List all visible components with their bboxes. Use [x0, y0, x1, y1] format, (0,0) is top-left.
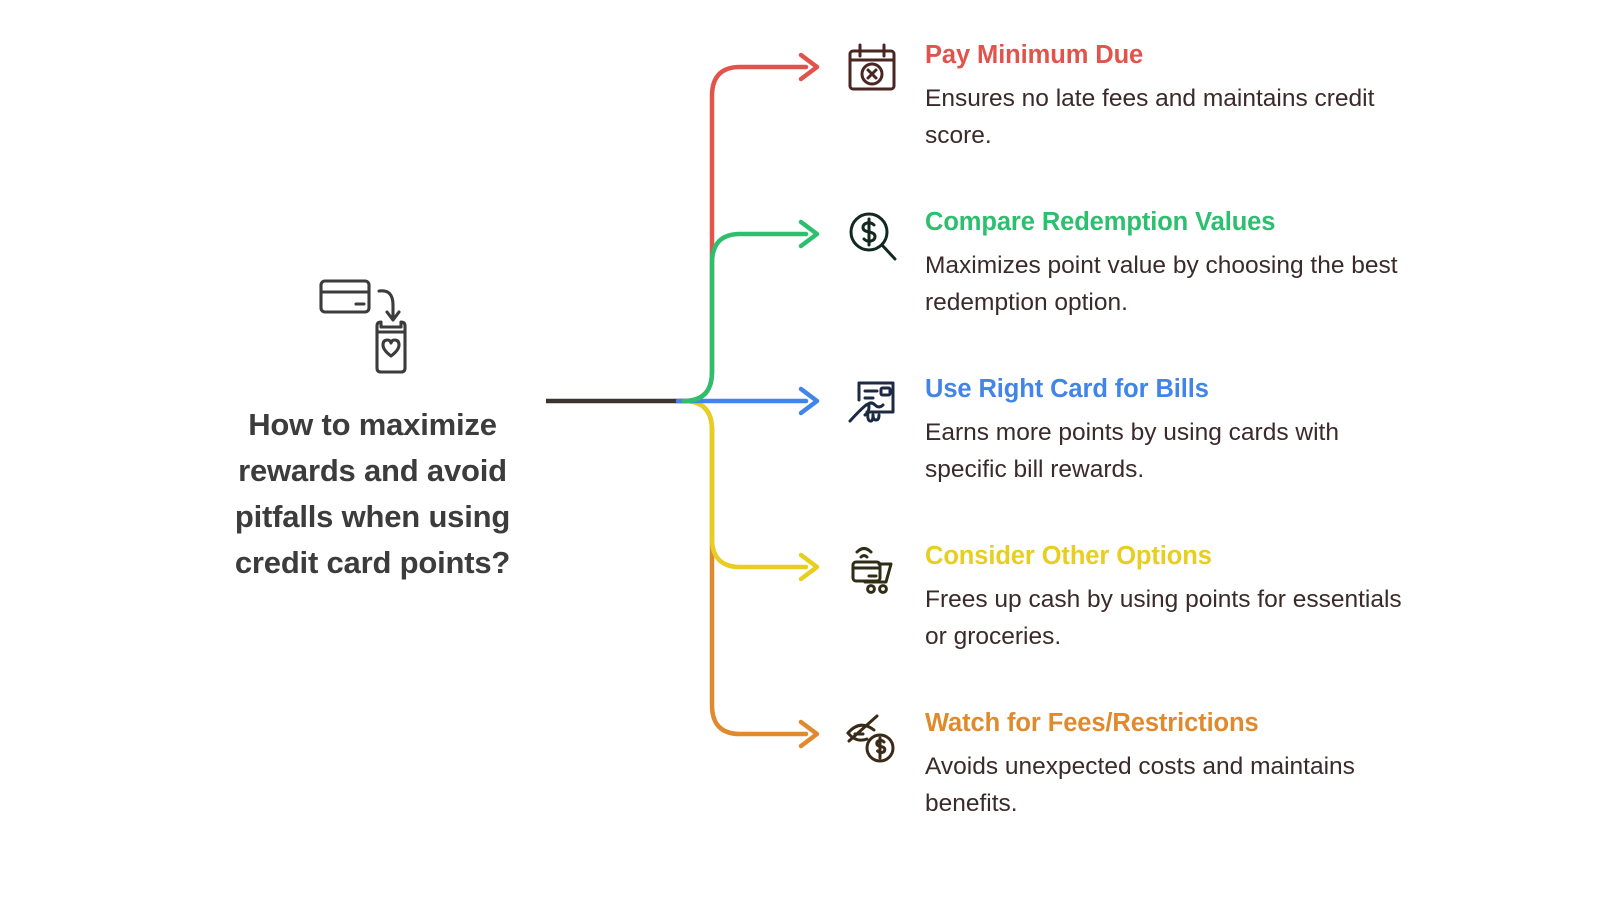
branch-body: Consider Other Options Frees up cash by … — [925, 541, 1425, 655]
hidden-fee-eye-dollar-icon — [846, 714, 895, 763]
magnifier-dollar-icon — [849, 212, 897, 261]
cheque-signing-icon — [848, 381, 895, 423]
connector-arrow-2 — [798, 386, 820, 416]
connector-line-3 — [681, 398, 809, 570]
branch-title: Watch for Fees/Restrictions — [925, 709, 1259, 737]
connector-line-1 — [681, 231, 809, 404]
connector-line-4 — [681, 398, 809, 737]
branch-body: Pay Minimum Due Ensures no late fees and… — [925, 40, 1395, 154]
connector-arrow-0 — [798, 52, 820, 82]
credit-card-to-rewards-tag-icon — [318, 279, 407, 374]
branch-title: Consider Other Options — [925, 542, 1212, 570]
branch-body: Watch for Fees/Restrictions Avoids unexp… — [925, 708, 1405, 822]
branch-title: Compare Redemption Values — [925, 208, 1276, 236]
connector-arrow-4 — [798, 719, 820, 749]
branch-description: Frees up cash by using points for essent… — [925, 586, 1402, 650]
branch-body: Compare Redemption Values Maximizes poin… — [925, 207, 1425, 321]
branch-title: Pay Minimum Due — [925, 41, 1144, 69]
connector-arrow-3 — [798, 552, 820, 582]
center-node: How to maximize rewards and avoid pitfal… — [190, 275, 555, 586]
branch-description: Maximizes point value by choosing the be… — [925, 252, 1398, 316]
branch-body: Use Right Card for Bills Earns more poin… — [925, 374, 1405, 488]
calendar-due-date-icon — [848, 43, 896, 91]
branch-description: Avoids unexpected costs and maintains be… — [925, 753, 1355, 817]
branch-description: Earns more points by using cards with sp… — [925, 419, 1339, 483]
branch-title: Use Right Card for Bills — [925, 375, 1209, 403]
connector-line-0 — [681, 64, 809, 404]
branch-description: Ensures no late fees and maintains credi… — [925, 85, 1375, 149]
page-title: How to maximize rewards and avoid pitfal… — [234, 407, 511, 580]
connector-arrow-1 — [798, 219, 820, 249]
contactless-card-cart-icon — [851, 547, 893, 594]
